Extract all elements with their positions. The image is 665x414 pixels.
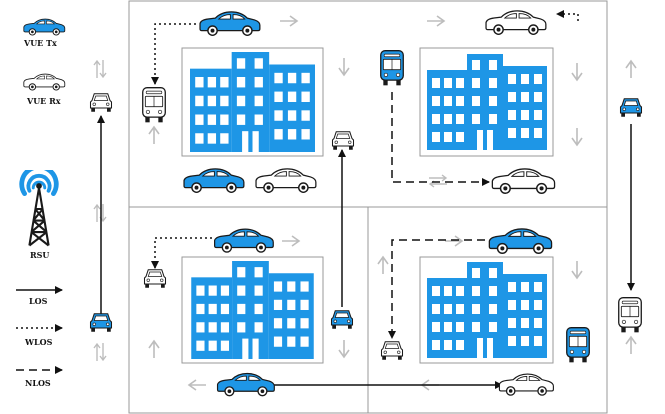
car-icon [498, 373, 555, 396]
legend-tx-car-icon [23, 18, 66, 36]
lane-arrow-icon [426, 15, 445, 27]
communication-links [97, 10, 635, 389]
legend-tx-label: VUE Tx [24, 38, 57, 48]
lane-arrow-icon [93, 59, 107, 79]
car-icon [491, 168, 556, 194]
car-icon [619, 98, 643, 118]
car-icon [216, 372, 276, 397]
block-plot [419, 47, 554, 157]
lane-arrow-icon [93, 203, 107, 223]
bus-icon [566, 326, 590, 364]
car-icon [380, 341, 404, 361]
car-icon [89, 313, 113, 333]
building-icon [427, 262, 547, 358]
block-plot [419, 256, 554, 364]
lane-arrow-icon [148, 340, 160, 359]
wlos-link [151, 237, 212, 269]
lane-arrow-icon [428, 174, 448, 188]
car-icon [199, 11, 261, 36]
lane-arrow-icon [93, 342, 107, 362]
legend-rx-label: VUE Rx [27, 96, 61, 106]
car-icon [255, 168, 317, 193]
road-grid [128, 0, 608, 414]
lane-arrow-icon [338, 339, 350, 358]
lane-arrow-icon [444, 235, 463, 247]
lane-arrow-icon [377, 256, 389, 275]
car-icon [330, 310, 354, 330]
wlos-link [151, 23, 196, 85]
legend [16, 18, 66, 374]
lane-arrow-icon [188, 379, 207, 391]
legend-rx-car-icon [23, 73, 66, 91]
bus-icon [142, 86, 166, 124]
lane-arrows [93, 15, 637, 391]
lane-arrow-icon [279, 15, 298, 27]
legend-wlos-label: WLOS [25, 337, 53, 347]
car-icon [183, 168, 245, 193]
lane-arrow-icon [571, 62, 583, 81]
vehicles [89, 10, 643, 397]
car-icon [331, 131, 355, 151]
building-icon [190, 52, 315, 152]
building-icon [427, 54, 547, 150]
block-plot [181, 47, 324, 157]
lane-arrow-icon [148, 126, 160, 145]
car-icon [213, 228, 274, 253]
legend-rsu-label: RSU [30, 250, 50, 260]
bus-icon [618, 296, 642, 334]
antenna-tower-icon [22, 167, 57, 246]
car-icon [143, 269, 167, 289]
block-plot [181, 256, 324, 364]
lane-arrow-icon [571, 127, 583, 146]
nlos-link [388, 239, 485, 339]
legend-nlos-label: NLOS [25, 378, 51, 388]
lane-arrow-icon [625, 60, 637, 79]
lane-arrow-icon [338, 57, 350, 76]
wlos-link [556, 10, 579, 21]
car-icon [488, 228, 553, 254]
bus-icon [380, 49, 404, 87]
legend-los-label: LOS [29, 296, 48, 306]
car-icon [485, 10, 547, 35]
car-icon [89, 93, 113, 113]
lane-arrow-icon [571, 260, 583, 279]
nlos-link [391, 92, 490, 186]
building-icon [191, 261, 314, 359]
lane-arrow-icon [281, 235, 300, 247]
lane-arrow-icon [625, 336, 637, 355]
